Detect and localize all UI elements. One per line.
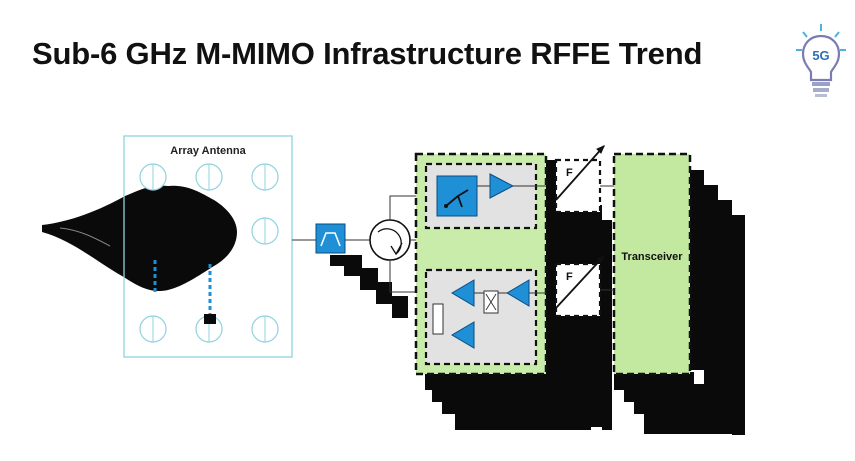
switch-block (436, 175, 478, 217)
circulator (369, 195, 420, 293)
array-antenna-panel: Array Antenna (123, 135, 293, 358)
antenna-element (251, 217, 279, 245)
amplifier-icon (489, 173, 515, 199)
filter-block (315, 223, 346, 254)
filter-module-top: F (554, 145, 605, 214)
lightbulb-icon (796, 24, 846, 97)
stacked-channel-layers (330, 160, 745, 435)
filter-label-top: F (566, 167, 573, 179)
beam-pattern (42, 185, 237, 292)
slide-title: Sub-6 GHz M-MIMO Infrastructure RFFE Tre… (32, 36, 703, 71)
transceiver-label: Transceiver (621, 251, 683, 263)
antenna-element (251, 315, 279, 343)
termination-block (432, 303, 444, 335)
filter-module-bottom: F (554, 255, 605, 318)
rx-subblock (424, 268, 538, 366)
antenna-element (139, 163, 167, 191)
logo-5g-text: 5G (812, 48, 829, 63)
lightbulb-5g-logo: 5G (796, 24, 846, 97)
amplifier-icon (451, 321, 475, 349)
antenna-element (139, 315, 167, 343)
filter-label-bottom: F (566, 271, 573, 283)
antenna-element (195, 163, 223, 191)
rf-module (414, 152, 548, 376)
transceiver-block: Transceiver (612, 152, 692, 376)
array-antenna-label: Array Antenna (170, 145, 246, 157)
antenna-element (251, 163, 279, 191)
